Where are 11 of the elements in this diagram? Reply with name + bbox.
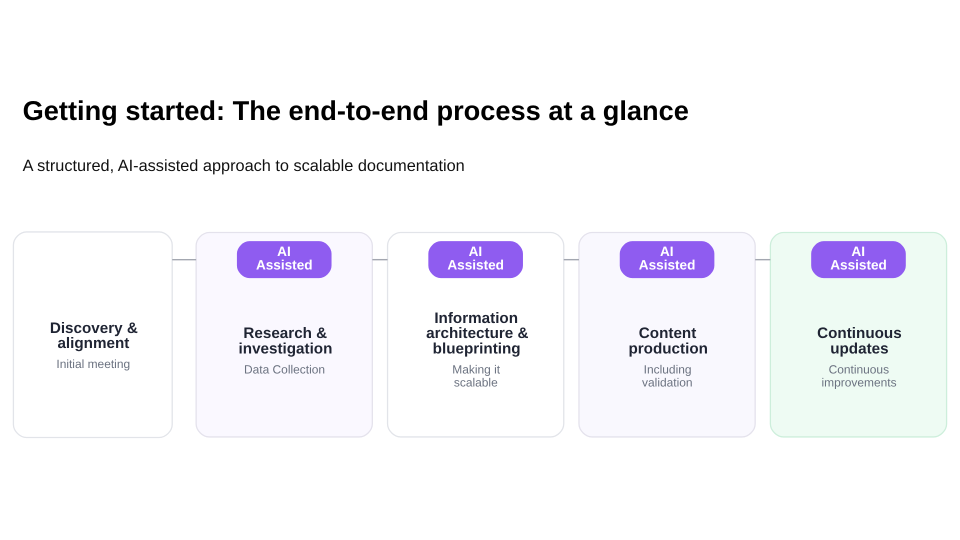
connector — [372, 258, 388, 260]
connector — [172, 258, 196, 260]
diagram-title: Getting started: The end-to-end process at a glance — [22, 94, 689, 126]
node-box: AI Assisted — [428, 241, 523, 278]
node-box: AI Assisted — [811, 241, 906, 278]
caption: A structured, AI-assisted approach to scalable documentation — [22, 157, 465, 176]
connector — [564, 258, 579, 260]
node-box: Discovery & alignment Initial meeting — [12, 231, 173, 438]
node-box: AI Assisted — [236, 241, 332, 278]
connector — [755, 258, 770, 260]
node-box: AI Assisted — [620, 241, 714, 278]
